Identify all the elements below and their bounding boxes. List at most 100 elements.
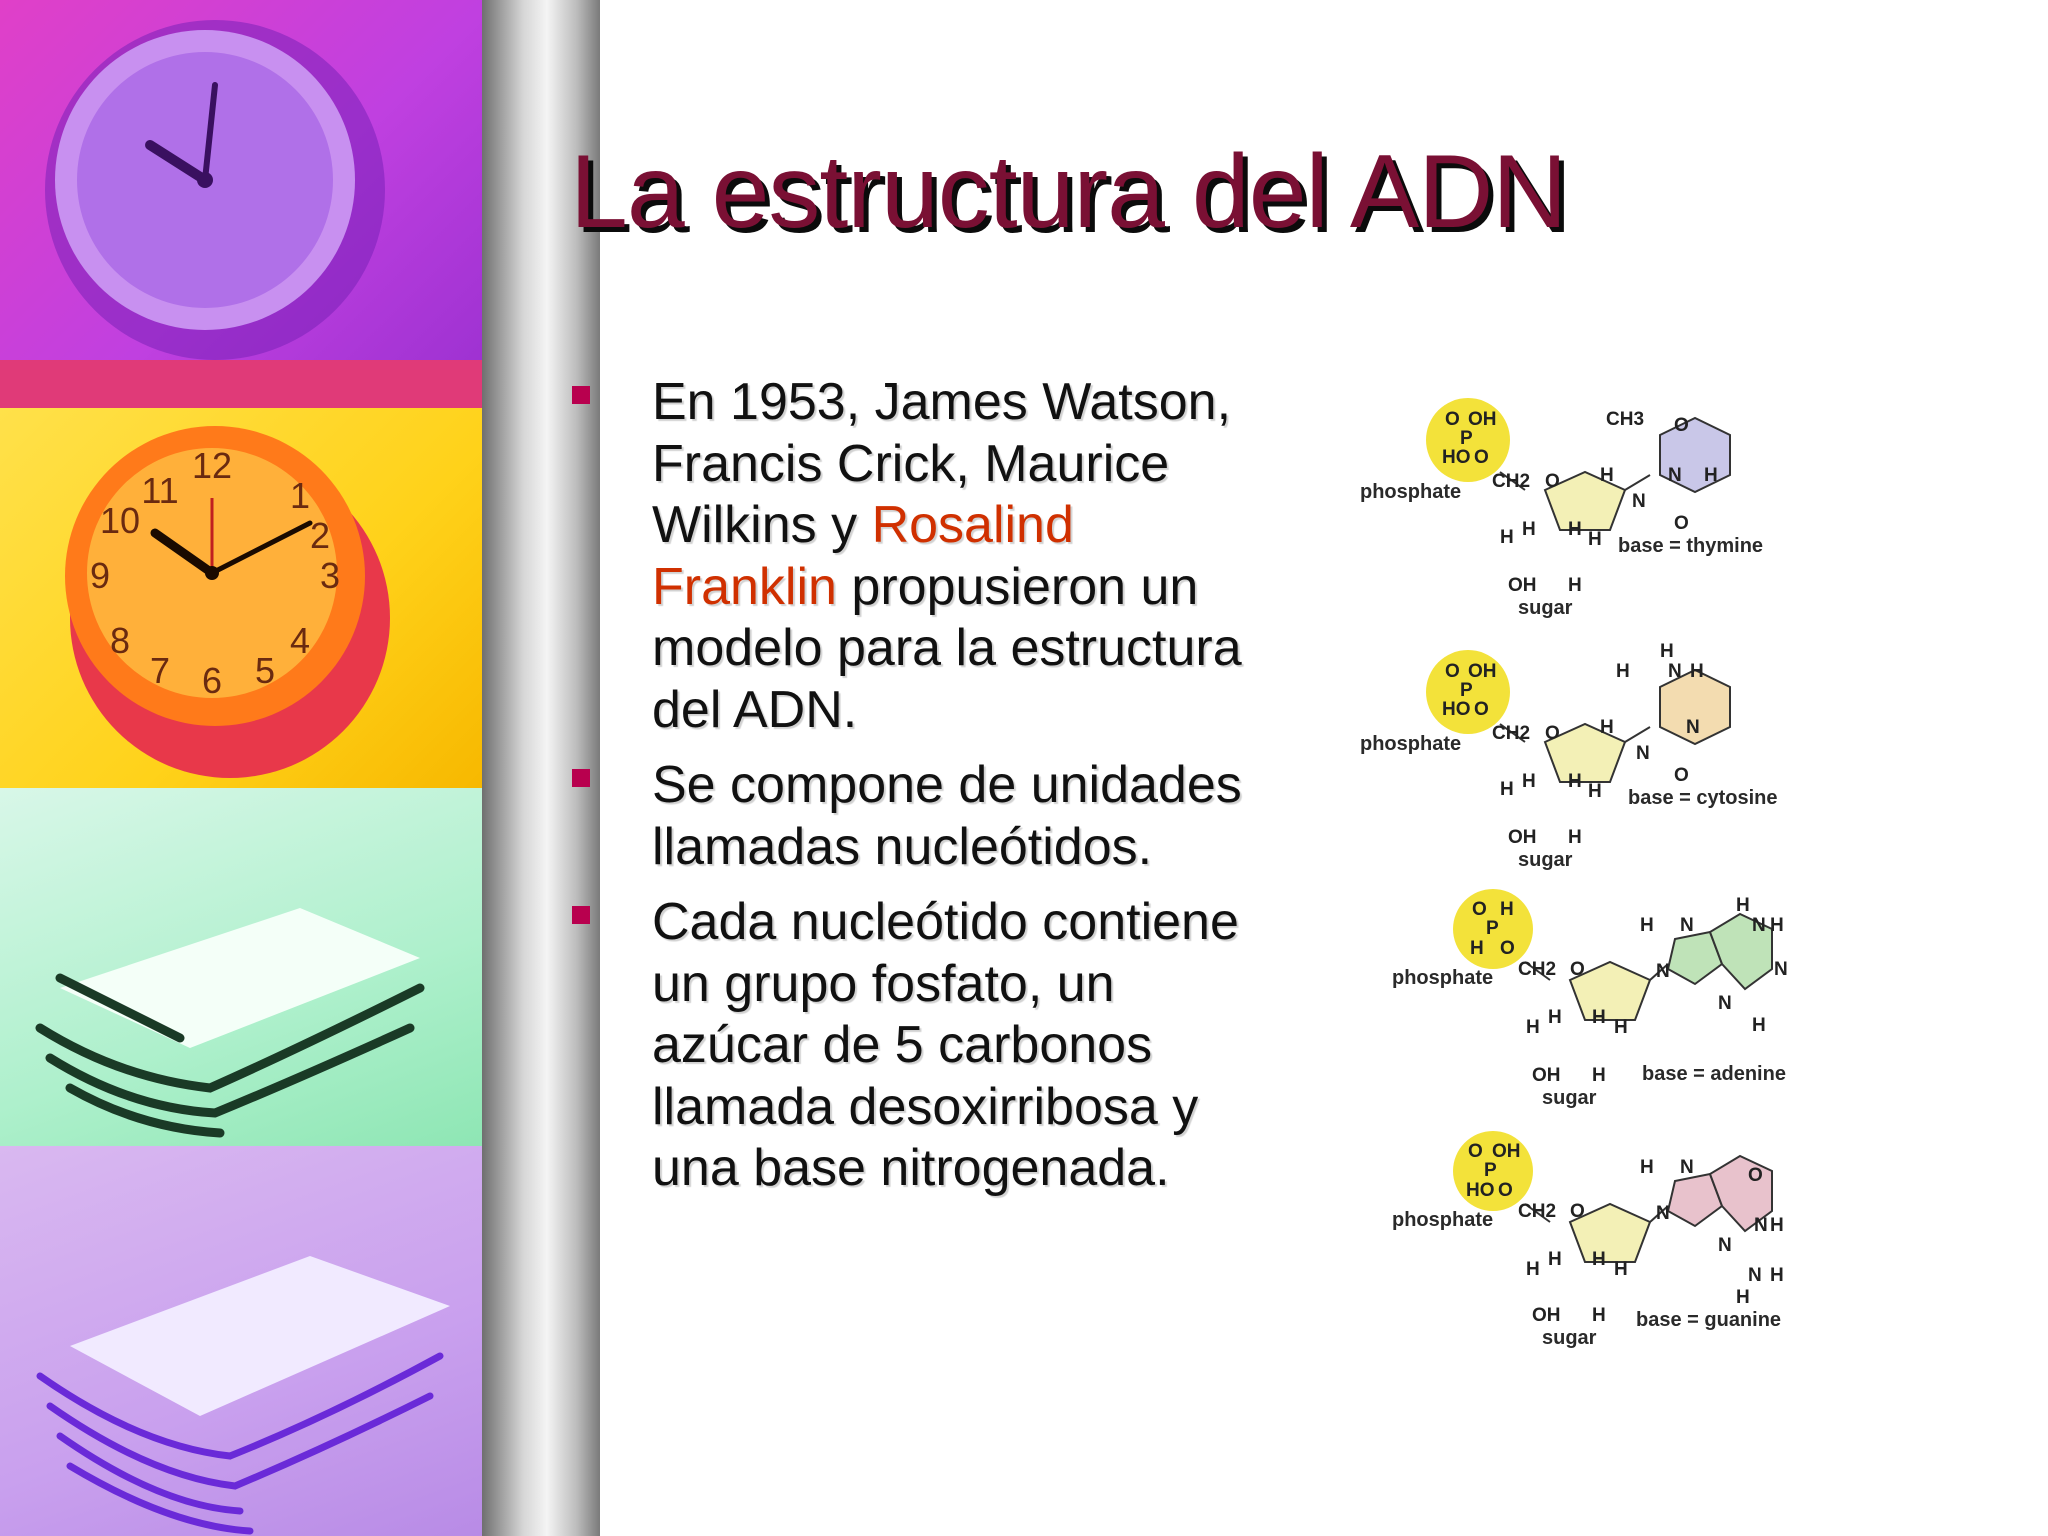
base-hexagon (1659, 668, 1731, 746)
nucleotide-cytosine: O OH P HO O phosphate CH2 O H H H H OH H… (1350, 632, 1850, 872)
atom-label: P (1486, 918, 1499, 939)
phosphate-label: phosphate (1392, 967, 1494, 989)
svg-text:11: 11 (141, 470, 178, 511)
atom-label: O (1748, 1165, 1763, 1186)
atom-label: OH (1492, 1141, 1521, 1162)
atom-label: H (1592, 1065, 1606, 1086)
bullet-list: En 1953, James Watson, Francis Crick, Ma… (570, 372, 1270, 1214)
atom-label: N (1668, 465, 1682, 486)
atom-label: H (1614, 1017, 1628, 1038)
atom-label: H (1770, 915, 1784, 936)
atom-label: H (1588, 781, 1602, 802)
atom-label: N (1774, 959, 1788, 980)
bullet-text: propusieron un modelo para la estructura… (652, 557, 1242, 739)
svg-text:3: 3 (320, 555, 340, 596)
nucleotide-adenine: O H P H O phosphate CH2 O H H H H OH H s… (1350, 884, 1850, 1124)
highlighted-name: Rosalind Franklin (652, 496, 1074, 616)
atom-label: H (1770, 1265, 1784, 1286)
atom-label: N (1632, 491, 1646, 512)
atom-label: H (1770, 1215, 1784, 1236)
svg-text:8: 8 (110, 620, 130, 661)
base-label: base = cytosine (1628, 787, 1778, 809)
bullet-item: Se compone de unidades llamadas nucleóti… (570, 755, 1270, 878)
atom-label: CH3 (1606, 409, 1645, 430)
sugar-label: sugar (1518, 597, 1573, 619)
base-ring (1666, 930, 1724, 986)
sugar-label: sugar (1542, 1087, 1597, 1109)
bullet-square-icon (572, 386, 590, 404)
atom-label: H (1588, 529, 1602, 550)
base-hexagon (1708, 912, 1773, 991)
atom-label: HO (1442, 699, 1471, 720)
atom-label: P (1460, 680, 1473, 701)
atom-label: H (1640, 915, 1654, 936)
atom-label: N (1748, 1265, 1762, 1286)
atom-label: P (1460, 428, 1473, 449)
base-hexagon (1659, 416, 1731, 494)
adenine-structure-icon (1453, 889, 1773, 1021)
atom-label: O (1674, 415, 1689, 436)
clock-panel-magenta (0, 0, 482, 408)
atom-label: O (1674, 765, 1689, 786)
atom-label: H (1568, 771, 1582, 792)
atom-label: H (1616, 661, 1630, 682)
atom-label: H (1526, 1259, 1540, 1280)
atom-label: N (1718, 1235, 1732, 1256)
atom-label: O (1500, 938, 1515, 959)
atom-label: H (1640, 1157, 1654, 1178)
atom-label: OH (1468, 409, 1497, 430)
atom-label: O (1498, 1180, 1513, 1201)
svg-text:12: 12 (192, 445, 232, 486)
atom-label: H (1600, 717, 1614, 738)
svg-text:10: 10 (100, 500, 140, 541)
base-hexagon (1708, 1154, 1773, 1233)
atom-label: H (1522, 519, 1536, 540)
atom-label: P (1484, 1160, 1497, 1181)
bullet-text: En 1953, James Watson, Francis Crick, Ma… (652, 373, 1232, 554)
base-label: base = guanine (1636, 1309, 1782, 1331)
atom-label: OH (1532, 1305, 1561, 1326)
clock-icon (0, 20, 482, 408)
atom-label: H (1500, 779, 1514, 800)
atom-label: HO (1442, 447, 1471, 468)
atom-label: H (1736, 1287, 1750, 1308)
bullet-text: Se compone de unidades llamadas nucleóti… (652, 756, 1242, 876)
atom-label: O (1474, 699, 1489, 720)
atom-label: N (1754, 1215, 1768, 1236)
phosphate-label: phosphate (1360, 733, 1462, 755)
svg-text:2: 2 (310, 515, 330, 556)
atom-label: H (1704, 465, 1718, 486)
atom-label: H (1500, 899, 1514, 920)
atom-label: H (1600, 465, 1614, 486)
nucleotide-thymine: O OH P HO O phosphate CH2 O H H H H OH H… (1350, 380, 1850, 620)
bullet-item: Cada nucleótido contiene un grupo fosfat… (570, 892, 1270, 1200)
atom-label: OH (1532, 1065, 1561, 1086)
atom-label: H (1568, 575, 1582, 596)
atom-label: N (1668, 661, 1682, 682)
atom-label: O (1545, 723, 1560, 744)
atom-label: O (1570, 1201, 1585, 1222)
atom-label: N (1656, 961, 1670, 982)
svg-text:9: 9 (90, 555, 110, 596)
atom-label: H (1592, 1249, 1606, 1270)
atom-label: H (1548, 1007, 1562, 1028)
svg-text:5: 5 (255, 650, 275, 691)
sugar-label: sugar (1518, 849, 1573, 871)
atom-label: H (1614, 1259, 1628, 1280)
sidebar-divider (482, 0, 600, 1536)
atom-label: O (1474, 447, 1489, 468)
atom-label: O (1468, 1141, 1483, 1162)
stacked-papers-icon (36, 1256, 450, 1535)
atom-label: O (1674, 513, 1689, 534)
atom-label: H (1736, 895, 1750, 916)
atom-label: N (1680, 915, 1694, 936)
base-label: base = thymine (1618, 535, 1764, 557)
svg-text:4: 4 (290, 620, 310, 661)
base-ring (1666, 1172, 1724, 1228)
papers-panel-green (0, 788, 482, 1146)
cytosine-structure-icon (1426, 650, 1731, 783)
atom-label: O (1445, 661, 1460, 682)
